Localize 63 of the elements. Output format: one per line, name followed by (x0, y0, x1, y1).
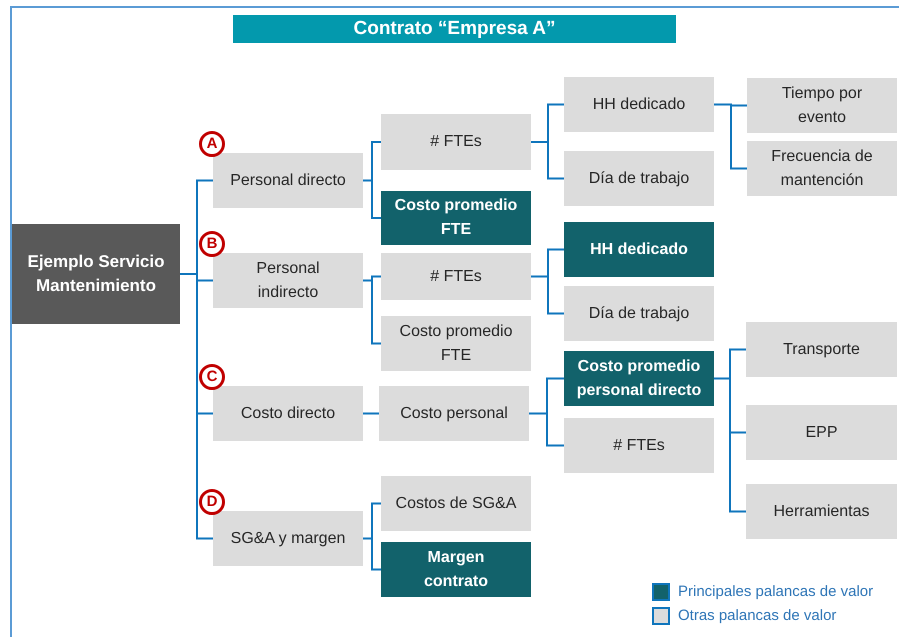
node-label: Tiempo por evento (780, 84, 864, 128)
key-driver-box (564, 222, 714, 277)
node-label: Día de trabajo (588, 168, 690, 188)
node-label: Margen contrato (423, 548, 489, 592)
connector-line (363, 180, 381, 219)
node-label: HH dedicado (590, 240, 688, 260)
node-label: HH dedicado (592, 94, 686, 114)
key-driver-box (381, 191, 531, 245)
driver-box (746, 322, 897, 377)
driver-box (381, 253, 531, 300)
node-label: # FTEs (613, 436, 665, 456)
driver-box (379, 386, 529, 441)
driver-box (213, 153, 363, 208)
driver-box (213, 511, 363, 566)
connector-line (363, 280, 381, 344)
node-label: # FTEs (430, 266, 482, 286)
letter-badge: D (199, 489, 225, 515)
driver-box (564, 286, 714, 341)
node-label: Herramientas (773, 502, 870, 522)
driver-box (381, 114, 531, 170)
driver-box (564, 77, 714, 132)
letter-badge: B (199, 231, 225, 257)
connector-line (529, 412, 564, 446)
node-label: Costo personal (400, 404, 508, 424)
key-driver-box (564, 351, 714, 406)
connector-line (714, 104, 747, 170)
driver-box (381, 476, 531, 531)
connector-line (363, 412, 379, 414)
connector-line (180, 273, 213, 540)
connector-line (531, 276, 564, 314)
node-label: Ejemplo Servicio Mantenimiento (26, 251, 166, 297)
node-label: Costo promedio FTE (394, 196, 518, 240)
connector-line (363, 538, 381, 570)
node-label: Personal indirecto (255, 258, 321, 302)
driver-box (564, 418, 714, 473)
root-box (12, 224, 180, 324)
node-label: EPP (805, 422, 838, 442)
connector-line (714, 378, 746, 512)
driver-box (564, 151, 714, 206)
node-label: Frecuencia de mantención (770, 146, 874, 190)
node-label: Costo promedio personal directo (576, 356, 702, 400)
letter-badge: A (199, 131, 225, 157)
driver-box (746, 405, 897, 460)
node-label: SG&A y margen (230, 528, 346, 548)
node-label: Costos de SG&A (396, 494, 516, 514)
driver-box (746, 484, 897, 539)
legend-label: Principales palancas de valor (678, 582, 874, 602)
node-label: # FTEs (430, 132, 482, 152)
letter-badge: C (199, 364, 225, 390)
node-label: Transporte (783, 340, 860, 360)
node-label: Personal directo (230, 170, 346, 190)
driver-box (213, 253, 363, 308)
node-label: Día de trabajo (588, 304, 690, 324)
node-label: Costo promedio FTE (398, 322, 514, 366)
driver-box (381, 316, 531, 371)
driver-box (747, 78, 897, 133)
legend-label: Otras palancas de valor (678, 606, 836, 626)
title-banner: Contrato “Empresa A” (233, 15, 676, 43)
driver-box (213, 386, 363, 441)
driver-box (747, 141, 897, 196)
node-label: Costo directo (240, 404, 336, 424)
key-driver-box (381, 542, 531, 597)
connector-line (531, 141, 564, 180)
